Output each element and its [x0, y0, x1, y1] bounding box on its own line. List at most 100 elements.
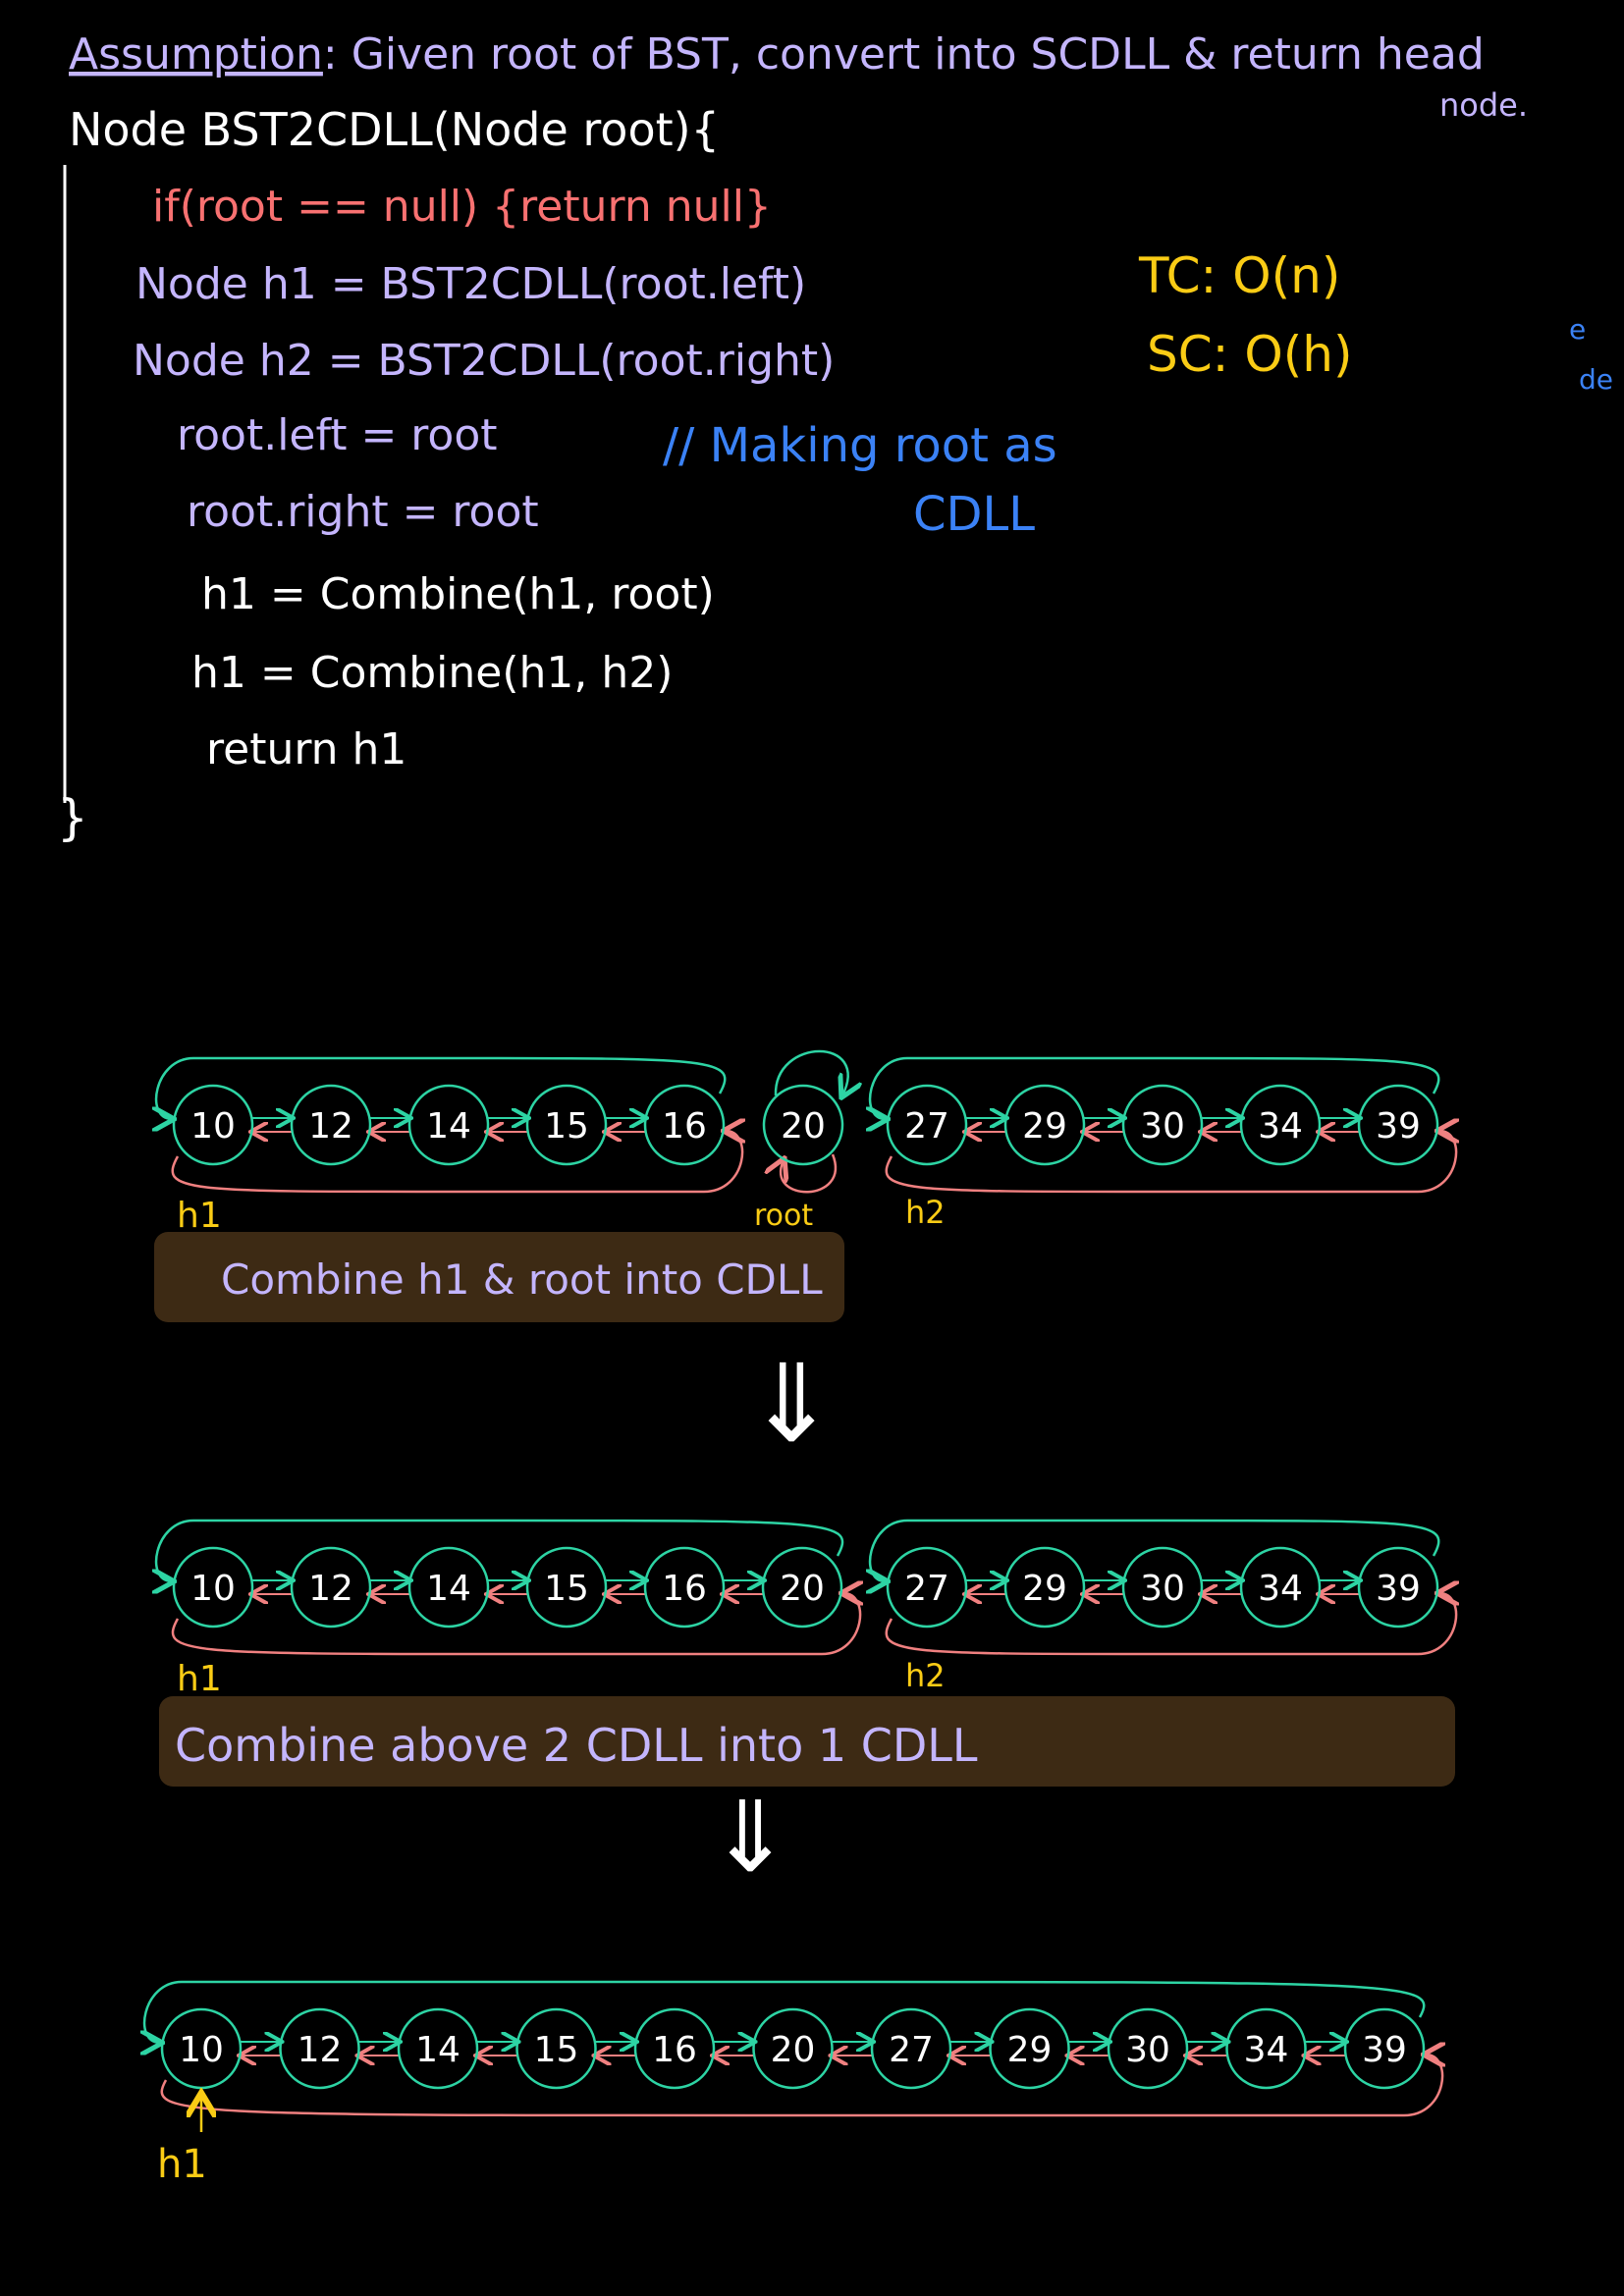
d2-right-node-value: 29	[1022, 1569, 1067, 1609]
d2-right-node: 29	[1003, 1546, 1086, 1629]
d2-right-node: 27	[886, 1546, 968, 1629]
d3-list-node-circle	[279, 2007, 360, 2090]
d1-right-wrap-next	[870, 1056, 1440, 1119]
d3-list-node: 10	[160, 2007, 243, 2090]
d2-right-node: 30	[1121, 1546, 1204, 1629]
banner-combine-lists-bg	[159, 1696, 1455, 1787]
d3-list-node-circle	[870, 2007, 952, 2090]
margin-fragment-top: e	[1569, 313, 1586, 346]
space-complexity: SC: O(h)	[1147, 326, 1352, 383]
d2-left-node: 14	[407, 1546, 490, 1629]
d3-list-node-circle	[1343, 2007, 1426, 2090]
d3-list-node-value: 34	[1244, 2030, 1289, 2070]
code-block: Node BST2CDLL(Node root){ if(root == nul…	[57, 103, 1057, 846]
recurse-right-line: Node h2 = BST2CDLL(root.right)	[133, 336, 835, 386]
d2-left-node: 15	[525, 1546, 608, 1629]
d1-label-h2: h2	[905, 1194, 946, 1231]
d3-list-node-circle	[633, 2007, 716, 2090]
d1-left-node-circle	[172, 1084, 254, 1166]
d1-right-node-value: 27	[904, 1106, 949, 1147]
d3-list-node: 16	[633, 2007, 716, 2090]
d3-list-node-circle	[752, 2007, 834, 2090]
root-left-line: root.left = root	[177, 410, 498, 460]
complexity-notes: TC: O(n) SC: O(h)	[1138, 247, 1352, 383]
d1-right-node: 29	[1003, 1084, 1086, 1166]
d3-list-node: 34	[1225, 2007, 1307, 2090]
d1-right-node: 30	[1121, 1084, 1204, 1166]
d2-label-h1: h1	[177, 1659, 222, 1699]
d1-root-self-prev	[781, 1154, 837, 1194]
banner-combine-root-text: Combine h1 & root into CDLL	[221, 1255, 823, 1304]
d1-left-node: 15	[525, 1084, 608, 1166]
d2-right-wrap-prev	[885, 1593, 1456, 1656]
d1-left-node-value: 16	[662, 1106, 707, 1147]
d3-list-node-circle	[397, 2007, 479, 2090]
assumption-header: Assumption: Given root of BST, convert i…	[69, 29, 1528, 124]
d2-right-node-circle	[1121, 1546, 1204, 1629]
d3-list-node: 12	[279, 2007, 360, 2090]
d1-right-node-value: 30	[1140, 1106, 1185, 1147]
d1-root-self-next	[774, 1049, 848, 1095]
d1-left-node-value: 14	[426, 1106, 471, 1147]
combine-lists-line: h1 = Combine(h1, h2)	[191, 648, 673, 698]
assumption-text: : Given root of BST, convert into SCDLL …	[323, 29, 1485, 80]
d1-right-node-circle	[886, 1084, 968, 1166]
d2-left-node-circle	[172, 1546, 254, 1629]
d2-left-node-value: 15	[544, 1569, 589, 1609]
d3-list-node-value: 12	[298, 2030, 343, 2070]
d1-left-node: 12	[290, 1084, 372, 1166]
d1-left-node-value: 12	[308, 1106, 353, 1147]
d1-left-node: 10	[172, 1084, 254, 1166]
d2-right-node-value: 30	[1140, 1569, 1185, 1609]
d2-left-node: 12	[290, 1546, 372, 1629]
d2-left-node-circle	[290, 1546, 372, 1629]
d2-left-node-value: 16	[662, 1569, 707, 1609]
d3-label-h1: h1	[157, 2142, 207, 2187]
d1-left-node-circle	[643, 1084, 726, 1166]
d2-left-node-circle	[407, 1546, 490, 1629]
assumption-label: Assumption	[69, 29, 323, 80]
down-arrow-1: ⇓	[746, 1341, 837, 1467]
d3-list-node: 14	[397, 2007, 479, 2090]
banner-combine-lists-text: Combine above 2 CDLL into 1 CDLL	[175, 1719, 978, 1772]
d1-right-node-circle	[1239, 1084, 1322, 1166]
d1-root-node-circle	[762, 1084, 844, 1166]
margin-fragment-bottom: de	[1579, 363, 1613, 396]
d3-list-node-circle	[1225, 2007, 1307, 2090]
d1-right-node: 34	[1239, 1084, 1322, 1166]
d3-list-node-circle	[989, 2007, 1070, 2090]
d3-list-node-value: 14	[415, 2030, 460, 2070]
d2-left-wrap-prev	[171, 1593, 860, 1656]
d2-left-node-value: 12	[308, 1569, 353, 1609]
d1-right-node-circle	[1121, 1084, 1204, 1166]
return-line: return h1	[206, 724, 406, 774]
d2-left-node-value: 14	[426, 1569, 471, 1609]
time-complexity: TC: O(n)	[1138, 247, 1340, 304]
d1-root-node-value: 20	[781, 1106, 826, 1147]
d3-list-node: 39	[1343, 2007, 1426, 2090]
d2-right-node-circle	[1239, 1546, 1322, 1629]
d2-right-wrap-next	[870, 1519, 1440, 1581]
down-arrow-2: ⇓	[709, 1780, 791, 1895]
d1-left-node-value: 15	[544, 1106, 589, 1147]
d2-left-node-circle	[643, 1546, 726, 1629]
d1-label-root: root	[754, 1199, 813, 1233]
d3-list-node-value: 10	[179, 2030, 224, 2070]
assumption-tail: node.	[1439, 86, 1528, 124]
d2-left-node: 10	[172, 1546, 254, 1629]
margin-fragments: e de	[1569, 313, 1613, 396]
d1-right-node-value: 29	[1022, 1106, 1067, 1147]
closing-brace: }	[57, 789, 88, 846]
banner-combine-lists: Combine above 2 CDLL into 1 CDLL	[159, 1696, 1455, 1787]
d3-list-node-value: 30	[1125, 2030, 1170, 2070]
root-right-line: root.right = root	[187, 487, 539, 537]
d3-list-node: 20	[752, 2007, 834, 2090]
d2-right-node-circle	[1003, 1546, 1086, 1629]
d3-list-node-value: 27	[889, 2030, 934, 2070]
d2-right-node-value: 34	[1258, 1569, 1303, 1609]
banner-combine-root: Combine h1 & root into CDLL	[154, 1232, 844, 1322]
d2-right-node-value: 39	[1376, 1569, 1421, 1609]
d3-list-wrap-next	[144, 1980, 1426, 2043]
